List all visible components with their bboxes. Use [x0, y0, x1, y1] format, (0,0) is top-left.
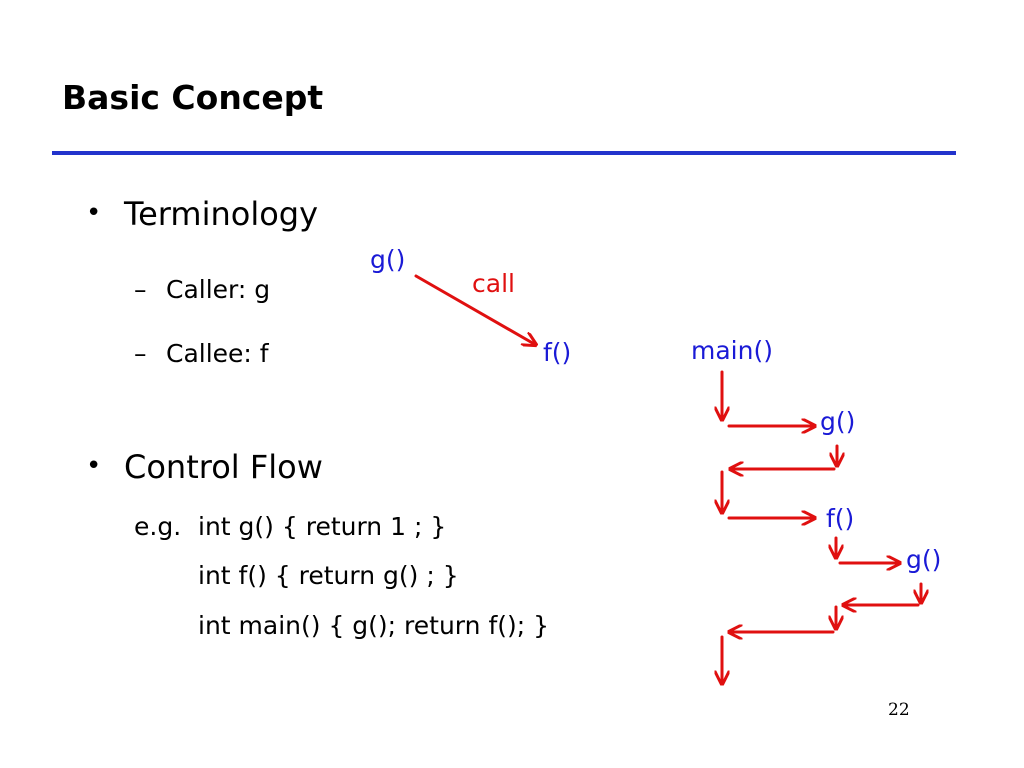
flow-g-label-2: g()	[906, 545, 942, 574]
dash: –	[134, 339, 147, 368]
call-diagram-callee-label: f()	[543, 338, 572, 367]
code-prefix: e.g.	[134, 512, 182, 541]
bullet-dot: •	[86, 198, 102, 228]
bullet-dot: •	[86, 451, 102, 481]
flow-f-label: f()	[826, 504, 855, 533]
flow-g-label-1: g()	[820, 407, 856, 436]
call-diagram-call-label: call	[472, 269, 515, 298]
call-arrow	[414, 274, 536, 345]
slide-title: Basic Concept	[62, 78, 324, 117]
page-number: 22	[888, 700, 910, 720]
dash: –	[134, 275, 147, 304]
callee-text: Callee: f	[166, 339, 269, 368]
bullet-text: Control Flow	[124, 448, 323, 486]
call-diagram-caller-label: g()	[370, 245, 406, 274]
code-line-3: int main() { g(); return f(); }	[198, 611, 550, 640]
caller-text: Caller: g	[166, 275, 271, 304]
code-line-2: int f() { return g() ; }	[198, 561, 459, 590]
bullet-text: Terminology	[124, 195, 319, 233]
title-rule	[52, 151, 956, 155]
flow-main-label: main()	[691, 336, 773, 365]
code-line-1: int g() { return 1 ; }	[198, 512, 447, 541]
